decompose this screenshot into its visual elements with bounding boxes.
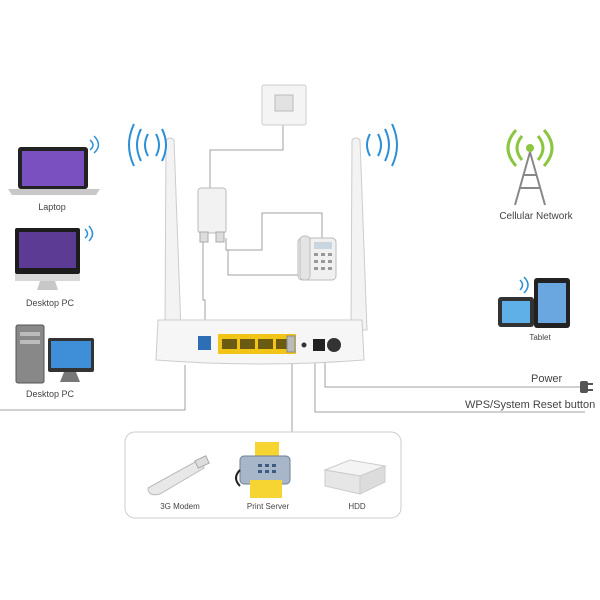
tablet-icon — [498, 276, 570, 328]
usb-port — [286, 335, 296, 353]
power-plug-icon — [580, 381, 593, 393]
tablet-label: Tablet — [529, 333, 551, 342]
wps-line — [314, 360, 585, 413]
laptop-icon — [8, 135, 100, 195]
desktop-monitor-label: Desktop PC — [25, 298, 75, 308]
desktop-tower-icon — [15, 324, 94, 384]
desktop-tower-label: Desktop PC — [25, 389, 75, 399]
telephone-icon — [297, 235, 337, 281]
antenna-left — [164, 137, 182, 331]
wps-reset-button — [301, 342, 307, 348]
wifi-icon-right — [366, 123, 398, 167]
power-jack — [313, 339, 325, 351]
phone-line — [209, 120, 284, 190]
wan-port — [198, 336, 211, 350]
antenna-right — [350, 137, 368, 331]
power-switch — [327, 338, 341, 352]
router-back-panel — [155, 319, 365, 365]
print-server-label: Print Server — [246, 502, 290, 511]
splitter-icon — [197, 187, 227, 243]
hdd-icon — [323, 459, 387, 495]
dsl-line — [202, 238, 206, 335]
phone-cable — [227, 250, 300, 276]
wps-label: WPS/System Reset button — [465, 399, 596, 411]
wall-jack-icon — [261, 84, 307, 126]
power-label: Power — [531, 373, 563, 385]
connection-lines — [0, 120, 585, 432]
laptop-label: Laptop — [38, 202, 66, 212]
hdd-label: HDD — [348, 502, 366, 511]
telephone-line — [225, 212, 323, 251]
power-line — [324, 360, 585, 388]
cellular-label: Cellular Network — [499, 211, 573, 222]
3g-modem-label: 3G Modem — [160, 502, 200, 511]
desktop-monitor-icon — [15, 225, 94, 290]
print-server-icon — [235, 442, 291, 498]
wifi-icon-left — [128, 123, 167, 167]
lan-line — [0, 365, 186, 411]
3g-modem-icon — [147, 455, 210, 496]
cellular-tower-icon — [506, 129, 554, 206]
